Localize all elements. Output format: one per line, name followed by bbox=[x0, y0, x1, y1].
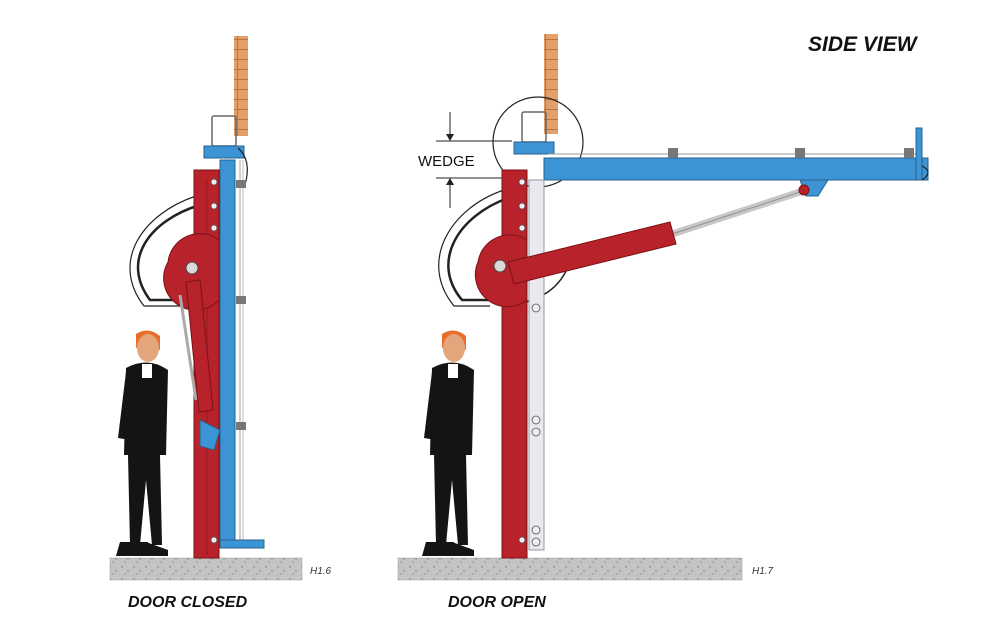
hydraulic-hose bbox=[136, 203, 201, 302]
page-title: SIDE VIEW bbox=[808, 33, 919, 56]
hinge-knobs bbox=[210, 178, 246, 544]
door-open-panel: WEDGE bbox=[397, 34, 929, 611]
hydraulic-cylinder bbox=[507, 184, 810, 285]
figure-code: H1.6 bbox=[310, 566, 332, 577]
ground-slab bbox=[397, 557, 743, 581]
panel-caption: DOOR CLOSED bbox=[128, 594, 248, 611]
door-leaf bbox=[219, 159, 236, 543]
wedge-label: WEDGE bbox=[418, 153, 475, 170]
top-bracket bbox=[203, 115, 248, 186]
hinge-knobs bbox=[518, 178, 541, 547]
person-figure bbox=[116, 330, 168, 556]
door-closed-panel: H1.6 DOOR CLOSED bbox=[109, 36, 332, 611]
top-bracket bbox=[521, 111, 547, 143]
brick-header bbox=[544, 34, 558, 134]
door-foot bbox=[219, 539, 265, 549]
hydraulic-cylinder bbox=[178, 279, 221, 451]
wedge-dimension: WEDGE bbox=[418, 112, 512, 208]
figure-code: H1.7 bbox=[752, 566, 774, 577]
hydraulic-hose bbox=[447, 196, 509, 302]
door-leaf-open bbox=[543, 127, 929, 197]
ground-slab bbox=[109, 557, 303, 581]
person-figure bbox=[422, 330, 474, 556]
panel-caption: DOOR OPEN bbox=[448, 594, 546, 611]
brick-header bbox=[234, 36, 248, 136]
door-strip bbox=[528, 179, 545, 551]
